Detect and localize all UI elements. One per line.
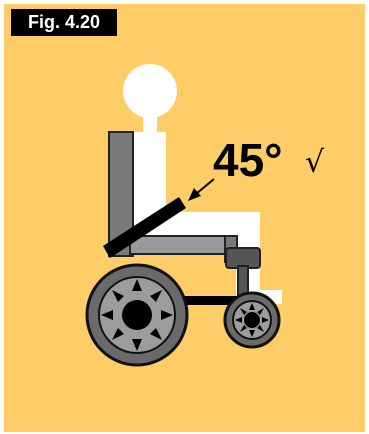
chair-leg-frame xyxy=(238,266,248,296)
check-mark: √ xyxy=(305,145,325,180)
person-head xyxy=(123,64,177,118)
pointer-arrow-icon xyxy=(188,179,214,201)
front-caster-wheel xyxy=(225,293,279,347)
angle-label: 45° xyxy=(213,134,283,186)
chair-seat xyxy=(130,236,236,254)
rear-wheel xyxy=(87,265,187,365)
